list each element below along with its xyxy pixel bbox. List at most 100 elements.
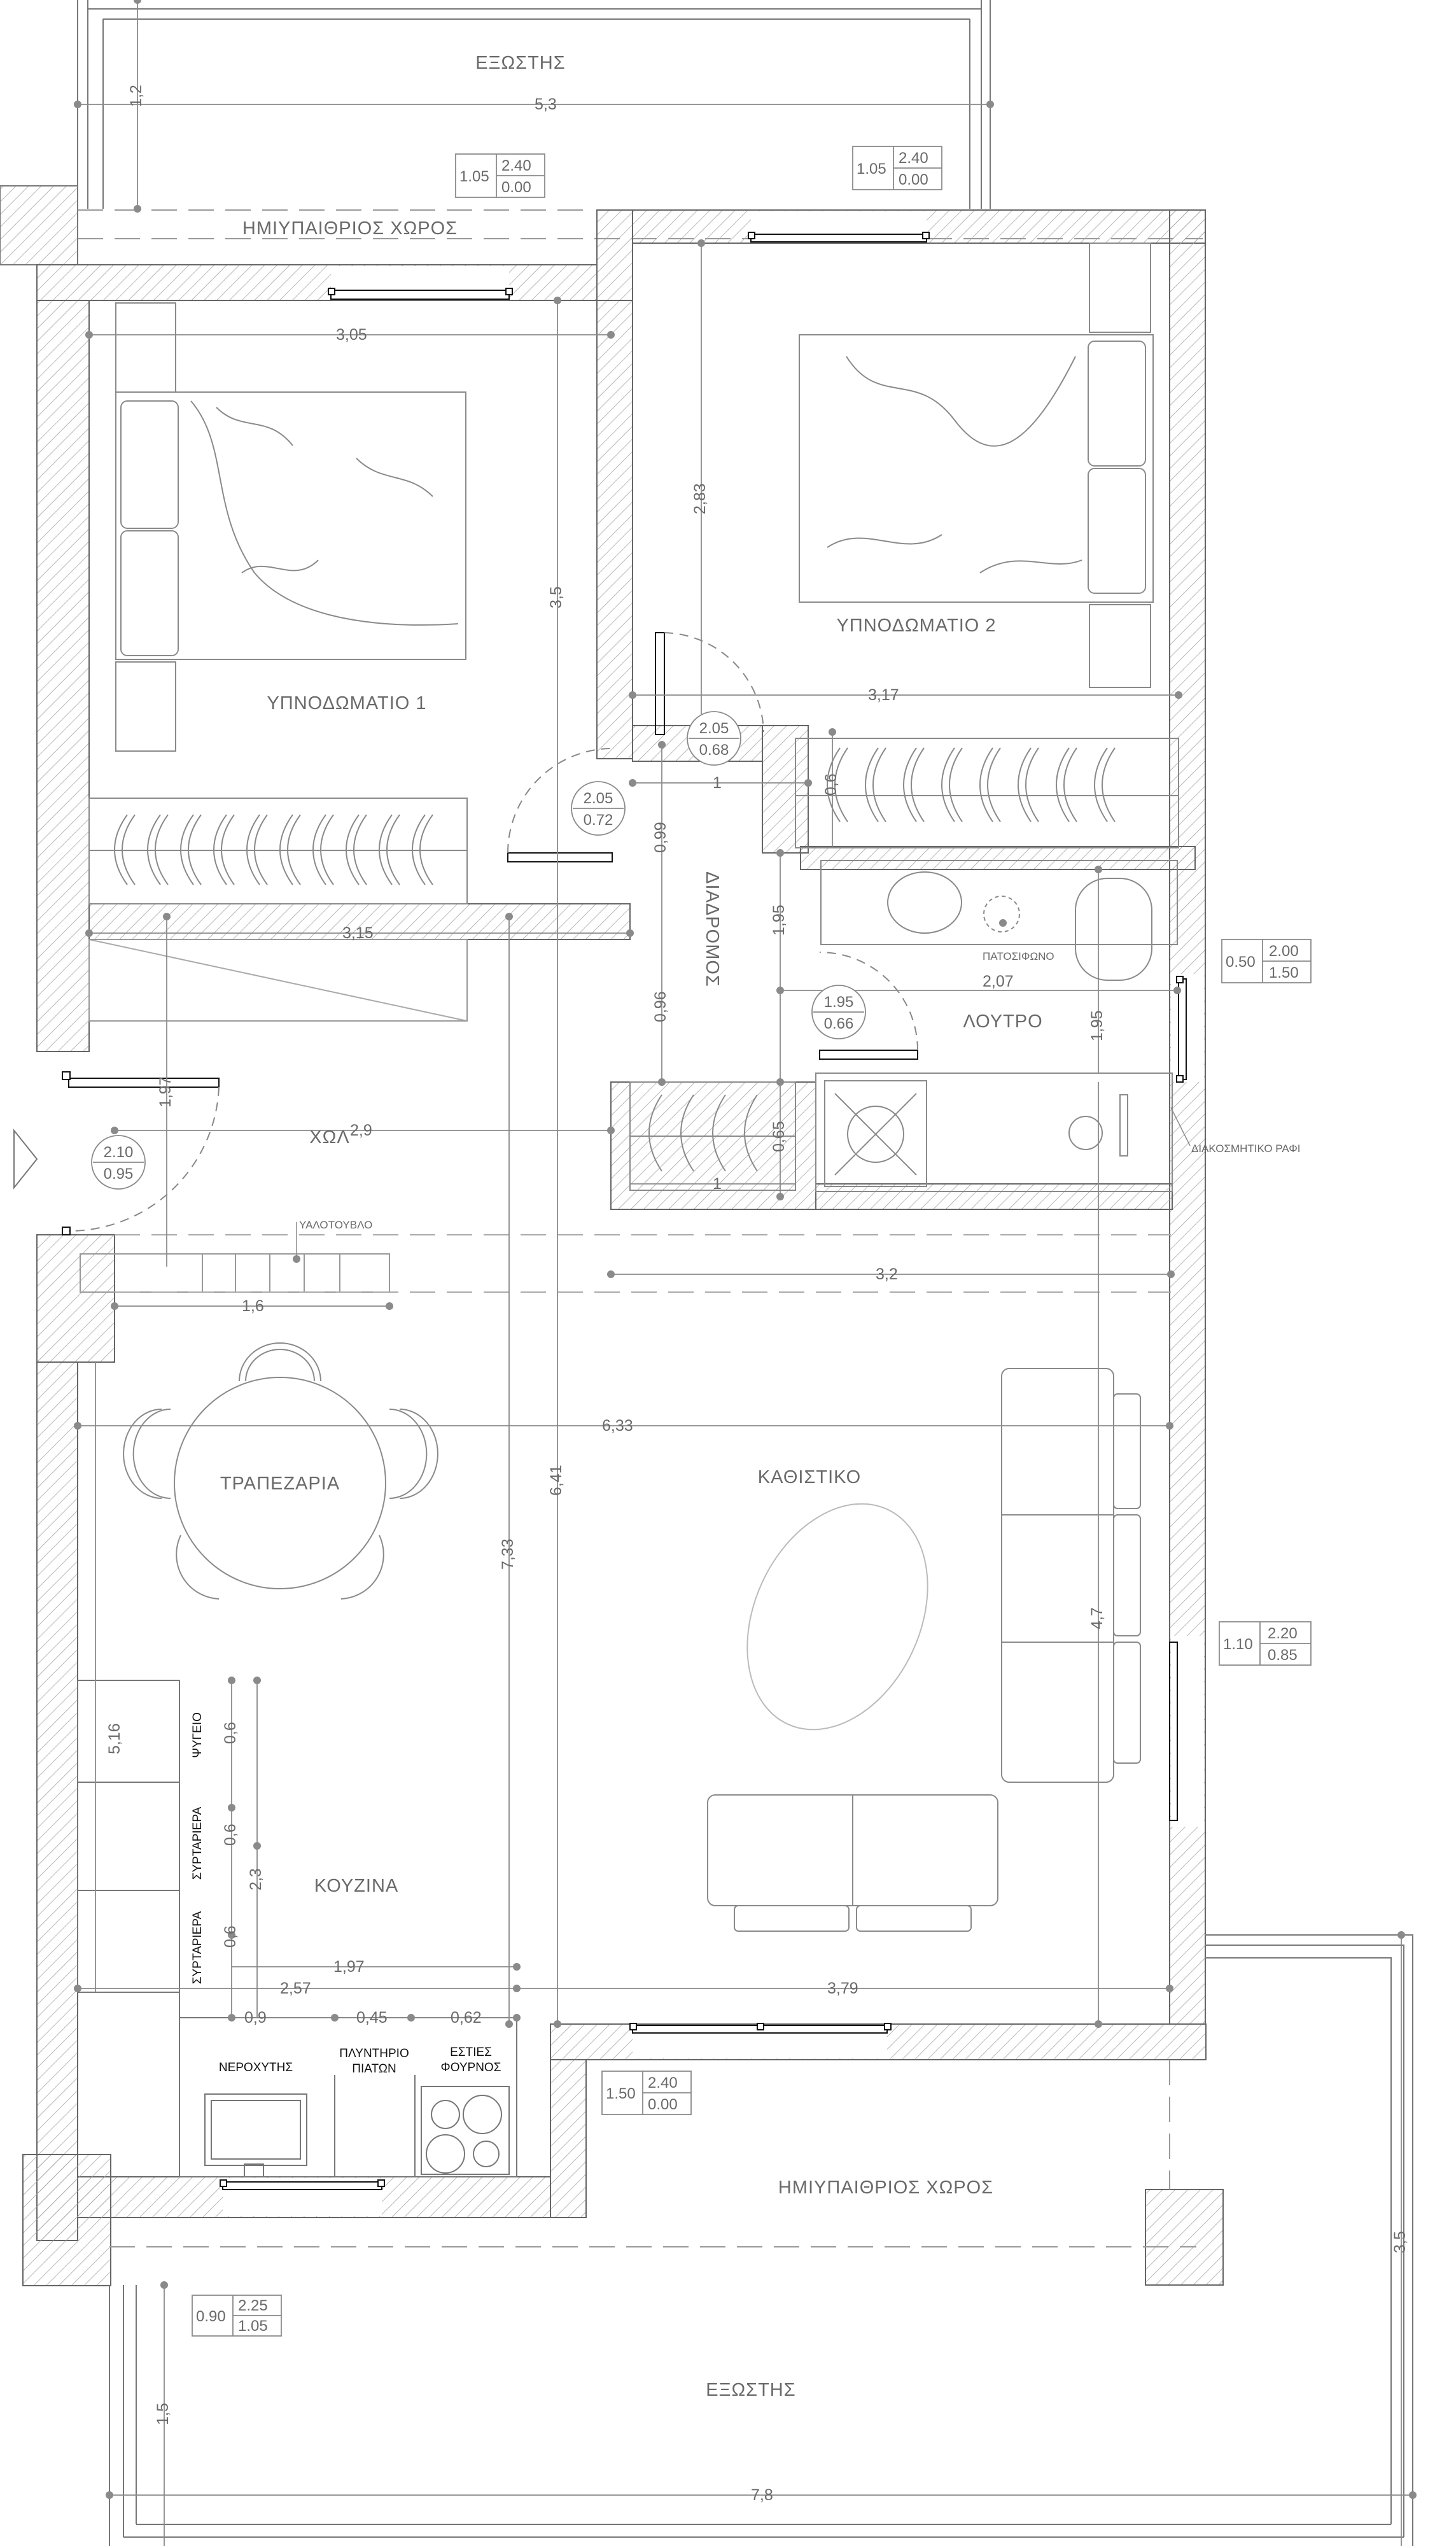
opening-9-height: 2.40 [648, 2074, 678, 2092]
dim-5-3: 5,3 [535, 95, 557, 113]
semi-outdoor-bottom-dash [109, 2060, 1196, 2247]
living-furniture [707, 1368, 1141, 1932]
dim-7-8: 7,8 [751, 2486, 773, 2504]
dimension-lines [78, 0, 1413, 2546]
dim-0-6d: 0,6 [221, 1925, 239, 1948]
bedroom1-furniture [88, 302, 468, 904]
dim-1b: 1 [713, 1175, 722, 1193]
opening-4-width: 0.72 [584, 812, 613, 829]
dim-1-2: 1,2 [127, 85, 145, 107]
label-semi-top: ΗΜΙΥΠΑΙΘΡΙΟΣ ΧΩΡΟΣ [242, 218, 458, 239]
dim-0-45: 0,45 [356, 2009, 388, 2027]
label-decor-shelf: ΔΙΑΚΟΣΜΗΤΙΚΟ ΡΑΦΙ [1191, 1143, 1301, 1155]
door-swings [68, 632, 918, 1232]
label-dishwasher-line1: ΠΛΥΝΤΗΡΙΟ [339, 2047, 409, 2060]
dim-1a: 1 [713, 774, 722, 792]
dim-3-05: 3,05 [336, 326, 367, 344]
label-shower-tray: ΠΑΤΟΣΙΦΩΝΟ [983, 950, 1054, 962]
opening-3-width: 0.68 [699, 742, 729, 759]
dim-1-95a: 1,95 [770, 904, 788, 936]
opening-6-width: 0.66 [824, 1015, 854, 1032]
opening-9-sill: 0.00 [648, 2096, 678, 2113]
opening-8-width: 1.10 [1223, 1636, 1253, 1653]
dim-1-95b: 1,95 [1088, 1010, 1106, 1041]
label-corridor: ΔΙΑΔΡΟΜΟΣ [702, 871, 722, 987]
dim-3-5: 3,5 [547, 586, 565, 608]
dim-6-41: 6,41 [547, 1465, 565, 1496]
dim-0-6b: 0,6 [221, 1722, 239, 1744]
dim-2-83: 2,83 [691, 483, 709, 514]
bedroom2-furniture [795, 243, 1179, 848]
opening-3-height: 2.05 [699, 720, 729, 737]
corridor-wardrobe [629, 1081, 796, 1191]
opening-2-sill: 0.00 [899, 171, 928, 188]
dim-3-2: 3,2 [876, 1265, 898, 1283]
opening-4-height: 2.05 [584, 790, 613, 807]
dim-7-33: 7,33 [499, 1538, 517, 1570]
opening-5-width: 0.50 [1226, 953, 1256, 971]
dim-2-9: 2,9 [350, 1122, 372, 1139]
opening-2-height: 2.40 [899, 150, 928, 167]
dim-2-57: 2,57 [280, 1980, 311, 1997]
label-bedroom1: ΥΠΝΟΔΩΜΑΤΙΟ 1 [267, 693, 426, 714]
opening-tags [91, 146, 1312, 2337]
doors [62, 632, 918, 1235]
opening-8-height: 2.20 [1268, 1625, 1298, 1642]
dim-0-96: 0,96 [652, 991, 669, 1022]
opening-5-sill: 1.50 [1269, 964, 1299, 981]
dim-0-99: 0,99 [652, 822, 669, 853]
dim-0-6a: 0,6 [822, 773, 840, 796]
opening-6-height: 1.95 [824, 994, 854, 1011]
dim-0-62: 0,62 [451, 2009, 482, 2027]
opening-2-width: 1.05 [857, 160, 886, 178]
label-drawers-1: ΣΥΡΤΑΡΙΕΡΑ [191, 1806, 204, 1880]
bedroom1-closet [88, 939, 468, 1022]
openings-gaps [223, 211, 1204, 2216]
opening-8-sill: 0.85 [1268, 1647, 1298, 1664]
label-fridge: ΨΥΓΕΙΟ [191, 1712, 204, 1758]
dim-6-33: 6,33 [602, 1417, 633, 1435]
opening-1-sill: 0.00 [501, 179, 531, 196]
opening-9-width: 1.50 [606, 2085, 636, 2102]
label-living: ΚΑΘΙΣΤΙΚΟ [758, 1467, 861, 1488]
opening-10-width: 0.90 [196, 2308, 226, 2325]
glass-brick-wall [80, 1253, 390, 1293]
dim-3-5b: 3,5 [1391, 2231, 1409, 2253]
dim-5-16: 5,16 [106, 1723, 123, 1754]
kitchen-counters [77, 1680, 517, 2177]
label-hall: ΧΩΛ [309, 1127, 349, 1148]
label-glass-brick: ΥΑΛΟΤΟΥΒΛΟ [299, 1219, 372, 1231]
opening-1-height: 2.40 [501, 157, 531, 174]
bathroom-fixtures [815, 860, 1178, 1192]
label-bedroom2: ΥΠΝΟΔΩΜΑΤΙΟ 2 [836, 615, 996, 636]
label-kitchen: ΚΟΥΖΙΝΑ [314, 1876, 398, 1896]
bottom-balcony [109, 1934, 1413, 2546]
dim-4-7: 4,7 [1088, 1607, 1106, 1629]
dim-1-97b: 1,97 [333, 1958, 365, 1976]
opening-tag-texts: 1.05 2.40 0.00 1.05 2.40 0.00 2.05 0.68 … [104, 150, 1299, 2335]
opening-7-height: 2.10 [104, 1144, 134, 1161]
dim-0-9: 0,9 [244, 2009, 267, 2027]
dim-2-3: 2,3 [247, 1868, 265, 1890]
label-hob-line2: ΦΟΥΡΝΟΣ [441, 2061, 501, 2074]
dimension-dots [74, 0, 1417, 2499]
label-semi-bottom: ΗΜΙΥΠΑΙΘΡΙΟΣ ΧΩΡΟΣ [778, 2177, 993, 2198]
dining-table [123, 1342, 438, 1600]
label-drawers-2: ΣΥΡΤΑΡΙΕΡΑ [191, 1911, 204, 1984]
dim-1-5: 1,5 [154, 2403, 172, 2425]
dim-1-6: 1,6 [242, 1297, 264, 1315]
hall-dash [115, 1234, 1171, 1293]
windows [220, 232, 1187, 2190]
opening-10-height: 2.25 [238, 2297, 268, 2314]
label-balcony-bottom: ΕΞΩΣΤΗΣ [706, 2380, 795, 2400]
label-balcony-top: ΕΞΩΣΤΗΣ [475, 53, 565, 73]
wardrobe-dash [88, 939, 468, 1022]
label-dishwasher-line2: ΠΙΑΤΩΝ [352, 2062, 396, 2076]
label-sink: ΝΕΡΟΧΥΤΗΣ [219, 2061, 293, 2074]
opening-10-sill: 1.05 [238, 2317, 268, 2335]
opening-5-height: 2.00 [1269, 943, 1299, 960]
label-hob-line1: ΕΣΤΙΕΣ [450, 2046, 492, 2059]
dim-3-17: 3,17 [868, 686, 899, 704]
label-bathroom: ΛΟΥΤΡΟ [963, 1011, 1042, 1032]
